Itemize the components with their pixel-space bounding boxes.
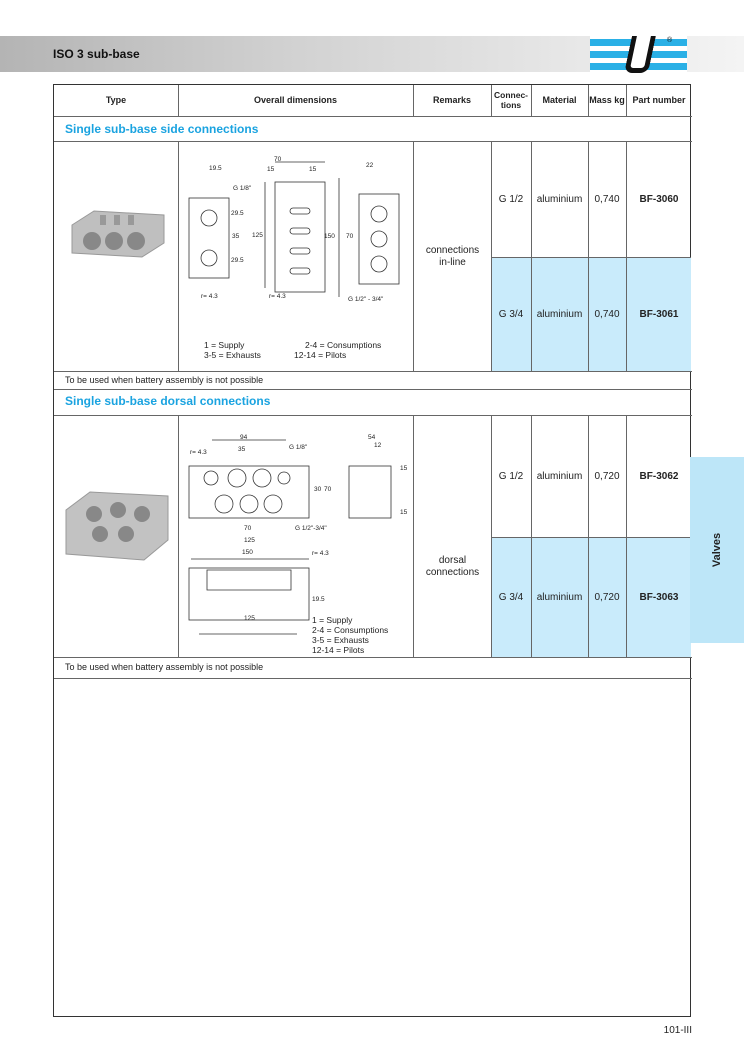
col-header-type: Type: [105, 95, 127, 106]
dim-label: 94: [240, 434, 248, 441]
legend-item: 2-4 = Consumptions: [312, 625, 389, 635]
legend-item: 1 = Supply: [204, 340, 245, 350]
col-header-remarks: Remarks: [432, 95, 472, 106]
dim-label: 70: [324, 486, 332, 493]
connections-cell: G 1/2: [498, 470, 524, 482]
part-number-cell: BF-3061: [639, 308, 679, 320]
dim-label: 70: [274, 156, 282, 163]
product-photo-dorsal: [60, 480, 172, 570]
dim-label: 15: [309, 166, 317, 173]
dim-label: 150: [324, 233, 335, 240]
dim-label: 30: [314, 486, 322, 493]
col-header-part-number: Part number: [632, 95, 686, 106]
mass-cell: 0,720: [594, 470, 620, 482]
brand-logo: ®: [590, 36, 687, 73]
legend-item: 3-5 = Exhausts: [312, 635, 369, 645]
connections-cell: G 1/2: [498, 193, 524, 205]
dim-label: 15: [400, 509, 408, 516]
col-header-dimensions: Overall dimensions: [253, 95, 338, 106]
dim-label: 29.5: [231, 210, 244, 217]
dim-label: 19.5: [209, 165, 222, 172]
material-cell: aluminium: [536, 308, 583, 320]
product-photo-side: [64, 205, 169, 265]
remarks-cell: dorsal connections: [425, 554, 480, 578]
remarks-cell: connections in-line: [425, 244, 480, 268]
legend-item: 1 = Supply: [312, 615, 353, 625]
dim-label: 54: [368, 434, 376, 441]
dim-label: 15: [400, 465, 408, 472]
side-tab-valves[interactable]: Valves: [690, 457, 744, 643]
legend-item: 12-14 = Pilots: [294, 350, 347, 360]
dim-label: r= 4.3: [312, 550, 329, 557]
part-number-cell: BF-3060: [639, 193, 679, 205]
dim-label: 15: [267, 166, 275, 173]
dim-label: r= 4.3: [190, 449, 207, 456]
legend-item: 12-14 = Pilots: [312, 645, 365, 655]
part-number-cell: BF-3062: [639, 470, 679, 482]
connections-cell: G 3/4: [498, 591, 524, 603]
section-note: To be used when battery assembly is not …: [65, 375, 264, 385]
page-title: ISO 3 sub-base: [53, 47, 140, 61]
mass-cell: 0,740: [594, 193, 620, 205]
dim-label: 19.5: [312, 596, 325, 603]
dim-label: 70: [346, 233, 354, 240]
dim-label: 125: [244, 537, 255, 544]
dim-label: 22: [366, 162, 374, 169]
col-header-connections: Connec-tions: [494, 89, 528, 110]
product-table: Type Overall dimensions Remarks Connec-t…: [53, 84, 692, 1017]
dim-label: G 1/2" - 3/4": [348, 296, 384, 303]
dim-label: 12: [374, 442, 382, 449]
dim-label: 125: [252, 232, 263, 239]
part-number-cell: BF-3063: [639, 591, 679, 603]
dim-label: 35: [238, 446, 246, 453]
dim-label: 35: [232, 233, 240, 240]
mass-cell: 0,720: [594, 591, 620, 603]
dim-label: 150: [242, 549, 253, 556]
connections-cell: G 3/4: [498, 308, 524, 320]
side-tab-label: Valves: [711, 532, 723, 568]
material-cell: aluminium: [536, 591, 583, 603]
dimension-drawing-dorsal: [188, 439, 392, 635]
dim-label: 70: [244, 525, 252, 532]
dim-label: G 1/2"-3/4": [295, 525, 327, 532]
section-title-dorsal: Single sub-base dorsal connections: [65, 394, 271, 408]
dim-label: 125: [244, 615, 255, 622]
dim-label: G 1/8": [289, 444, 308, 451]
legend-item: 3-5 = Exhausts: [204, 350, 261, 360]
material-cell: aluminium: [536, 193, 583, 205]
mass-cell: 0,740: [594, 308, 620, 320]
page-number: 101-III: [663, 1025, 692, 1036]
dim-label: 29.5: [231, 257, 244, 264]
section-note: To be used when battery assembly is not …: [65, 662, 264, 672]
section-title-side: Single sub-base side connections: [65, 122, 259, 136]
col-header-mass: Mass kg: [589, 95, 625, 106]
dim-label: r= 4.3: [201, 293, 218, 300]
dim-label: r= 4.3: [269, 293, 286, 300]
col-header-material: Material: [542, 95, 577, 106]
dim-label: G 1/8": [233, 185, 252, 192]
legend-item: 2-4 = Consumptions: [305, 340, 382, 350]
material-cell: aluminium: [536, 470, 583, 482]
dimension-drawing-side: [188, 161, 400, 297]
